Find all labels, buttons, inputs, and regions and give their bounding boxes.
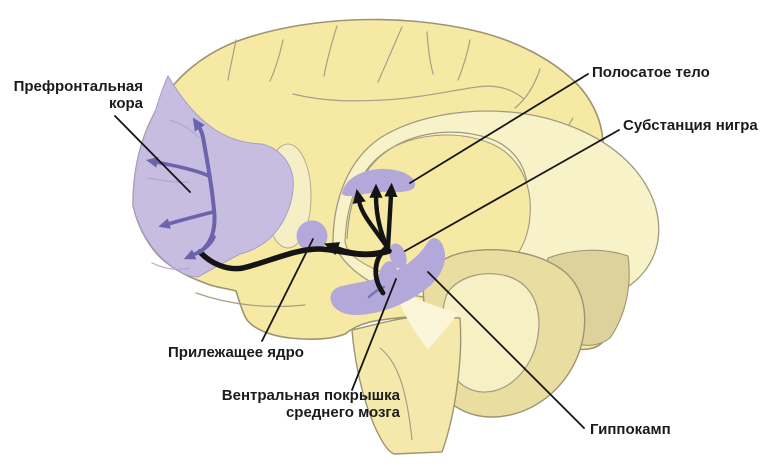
label-prefrontal-cortex-line2: кора — [109, 94, 143, 112]
branch-trunk — [192, 117, 217, 254]
branch-bottom — [183, 235, 216, 260]
label-vta-line1: Вентральная покрышка — [221, 387, 400, 404]
striatum-arrow-middle — [369, 183, 390, 250]
pointer-prefrontal-cortex — [114, 115, 191, 193]
branch-lower-left — [158, 210, 215, 229]
label-vta-line2: среднего мозга — [285, 403, 400, 421]
label-prefrontal-cortex: Префронтальная кора — [13, 78, 143, 112]
accumbens-arrow — [323, 242, 391, 256]
dopamine-pathway-arrows — [197, 182, 398, 296]
midbrain-pale-wedge — [394, 288, 458, 350]
label-substantia-nigra: Субстанция нигра — [623, 117, 758, 134]
pointer-nucleus-accumbens — [261, 238, 314, 342]
label-prefrontal-cortex-line1: Префронтальная — [13, 78, 143, 95]
substantia-nigra-shape — [389, 243, 407, 269]
label-striatum: Полосатое тело — [592, 64, 710, 81]
label-hippocampus: Гиппокамп — [590, 421, 671, 438]
striatum-arrow-right — [384, 182, 398, 250]
brainstem-shape — [351, 315, 462, 455]
pons-boundary-line — [379, 347, 413, 441]
vta-detail-stroke — [367, 285, 386, 299]
prefrontal-cortex-region — [132, 74, 294, 278]
pointer-vta — [351, 278, 397, 391]
nucleus-accumbens-shape — [296, 220, 328, 252]
prefrontal-crease-lines — [147, 119, 200, 270]
label-nucleus-accumbens: Прилежащее ядро — [168, 344, 304, 361]
label-vta: Вентральная покрышка среднего мозга — [221, 387, 400, 421]
pointer-striatum — [409, 73, 589, 184]
pointer-substantia-nigra — [404, 129, 620, 252]
label-pointer-lines — [114, 73, 620, 429]
pointer-hippocampus — [427, 271, 585, 429]
